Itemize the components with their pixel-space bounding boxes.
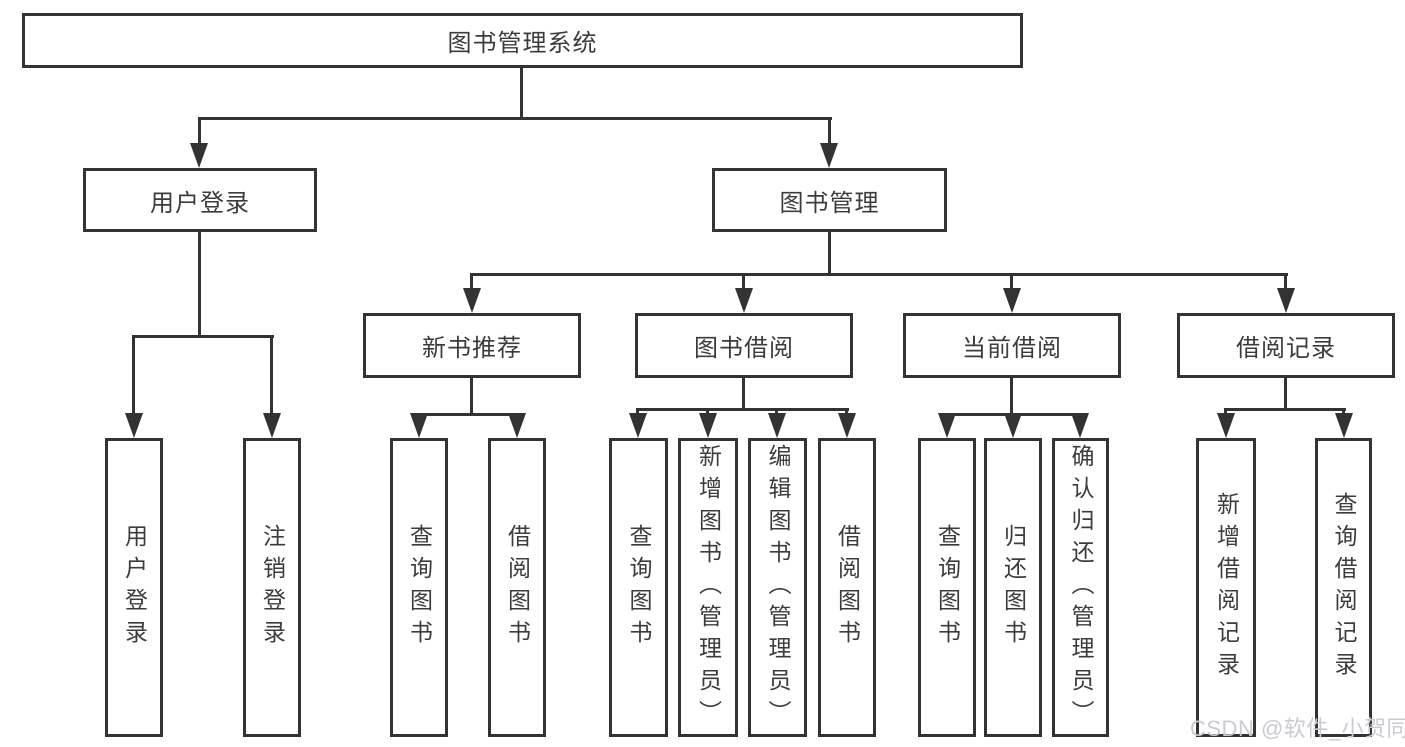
leaf-query-books-borrow-label: 查询图书 (626, 523, 652, 652)
leaf-confirm-return-admin-label: 确认归还（管理员） (1068, 443, 1094, 732)
connector-stem-new-book (470, 273, 473, 291)
connector-currentborrow-stem (1010, 376, 1013, 415)
node-user-login-label: 用户登录 (150, 189, 250, 217)
leaf-edit-books-admin-label: 编辑图书（管理员） (765, 443, 791, 732)
connector-userlogin-stem (198, 230, 201, 337)
connector-bookborrow-hline (636, 408, 849, 411)
node-root-system: 图书管理系统 (22, 13, 1023, 68)
leaf-user-login: 用户登录 (105, 438, 163, 737)
arrowhead-leaf-login (125, 413, 143, 438)
arrowhead-edit-books (768, 413, 786, 438)
leaf-logout-login-label: 注销登录 (259, 523, 286, 652)
leaf-add-books-admin-label: 新增图书（管理员） (695, 443, 722, 732)
leaf-query-borrow-record: 查询借阅记录 (1315, 438, 1372, 737)
leaf-borrow-books-recommend-label: 借阅图书 (504, 523, 531, 652)
leaf-query-books-recommend-label: 查询图书 (406, 523, 433, 652)
connector-stem-book-borrow (742, 273, 745, 291)
connector-level2-hline (198, 117, 832, 120)
connector-bookmgmt-stem (828, 230, 831, 275)
node-root-label: 图书管理系统 (447, 30, 598, 57)
connector-userlogin-hline (132, 335, 274, 338)
leaf-return-books-label: 归还图书 (1000, 523, 1027, 652)
connector-stem-leaf-login (132, 335, 135, 418)
connector-newbook-stem (470, 376, 473, 415)
csdn-watermark: CSDN @软件_小贺同学 (1190, 716, 1405, 741)
arrowhead-book-borrow (735, 288, 753, 313)
node-book-borrow-label: 图书借阅 (694, 335, 794, 362)
arrowhead-query-books-current (938, 413, 956, 438)
arrowhead-add-record (1217, 413, 1235, 438)
leaf-add-books-admin: 新增图书（管理员） (678, 438, 738, 737)
leaf-query-books-current: 查询图书 (918, 438, 976, 737)
leaf-return-books: 归还图书 (984, 438, 1042, 737)
leaf-edit-books-admin: 编辑图书（管理员） (748, 438, 807, 737)
arrowhead-query-books-recommend (410, 413, 428, 438)
connector-stem-leaf-logout (270, 335, 273, 418)
node-current-borrow: 当前借阅 (903, 313, 1121, 378)
connector-root-stem (520, 66, 523, 119)
node-book-management-label: 图书管理 (779, 189, 880, 217)
leaf-query-borrow-record-label: 查询借阅记录 (1331, 491, 1357, 684)
node-borrow-records-label: 借阅记录 (1236, 335, 1336, 362)
connector-stem-book-management (828, 117, 831, 147)
connector-level3-hline (470, 273, 1288, 276)
node-new-book-recommend-label: 新书推荐 (422, 335, 522, 362)
leaf-borrow-books-label: 借阅图书 (834, 523, 861, 652)
arrowhead-return-books (1004, 413, 1022, 438)
connector-stem-borrow-records (1284, 273, 1287, 291)
leaf-confirm-return-admin: 确认归还（管理员） (1052, 438, 1109, 737)
leaf-user-login-label: 用户登录 (121, 523, 148, 652)
arrowhead-add-books (699, 413, 717, 438)
arrowhead-book-management (820, 143, 838, 168)
node-user-login: 用户登录 (83, 168, 317, 232)
node-book-borrow: 图书借阅 (635, 313, 853, 378)
arrowhead-new-book (463, 288, 481, 313)
arrowhead-borrow-books-recommend (508, 413, 526, 438)
connector-borrowrecords-stem (1284, 376, 1287, 411)
connector-borrowrecords-hline (1224, 408, 1346, 411)
leaf-borrow-books: 借阅图书 (818, 438, 876, 737)
connector-stem-current-borrow (1010, 273, 1013, 291)
leaf-add-borrow-record-label: 新增借阅记录 (1213, 491, 1240, 684)
connector-newbook-hline (417, 413, 519, 416)
arrowhead-confirm-return (1071, 413, 1089, 438)
leaf-query-books-current-label: 查询图书 (934, 523, 961, 652)
arrowhead-user-login (190, 143, 208, 168)
arrowhead-leaf-logout (263, 413, 281, 438)
leaf-query-books-borrow: 查询图书 (609, 438, 668, 737)
node-current-borrow-label: 当前借阅 (962, 335, 1062, 362)
arrowhead-current-borrow (1003, 288, 1021, 313)
arrowhead-borrow-books (838, 413, 856, 438)
arrowhead-borrow-records (1277, 288, 1295, 313)
connector-bookborrow-stem (742, 376, 745, 411)
leaf-borrow-books-recommend: 借阅图书 (488, 438, 546, 737)
arrowhead-query-books-borrow (629, 413, 647, 438)
node-book-management: 图书管理 (712, 168, 947, 232)
node-new-book-recommend: 新书推荐 (363, 313, 581, 378)
node-borrow-records: 借阅记录 (1177, 313, 1395, 378)
leaf-add-borrow-record: 新增借阅记录 (1196, 438, 1256, 737)
leaf-logout-login: 注销登录 (243, 438, 301, 737)
connector-stem-user-login (198, 117, 201, 147)
arrowhead-query-record (1335, 413, 1353, 438)
leaf-query-books-recommend: 查询图书 (390, 438, 448, 737)
